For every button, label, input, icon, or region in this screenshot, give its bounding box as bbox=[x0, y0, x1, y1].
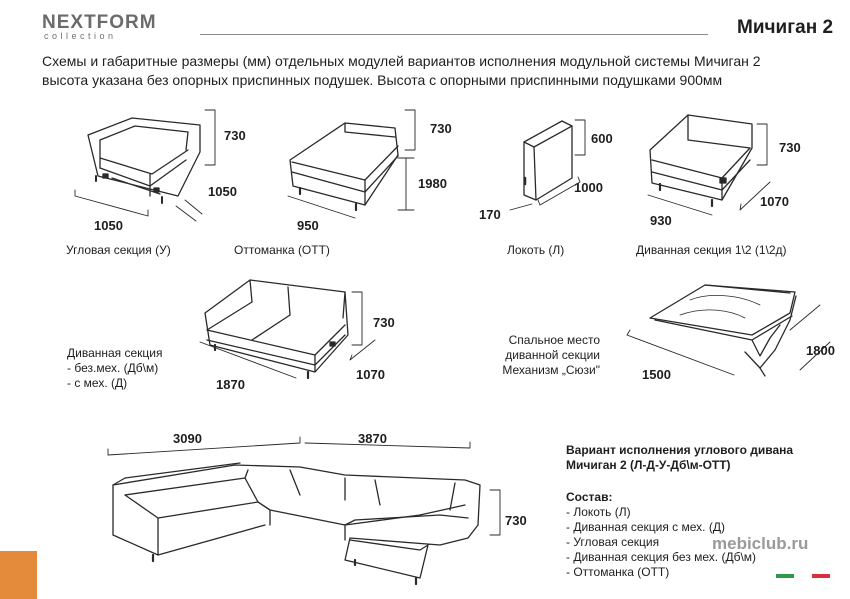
sofa-height-dim: 730 bbox=[373, 315, 395, 330]
corner-section-caption: Угловая секция (У) bbox=[66, 243, 171, 257]
intro-text: Схемы и габаритные размеры (мм) отдельны… bbox=[42, 52, 761, 90]
corner-depth-dim: 1050 bbox=[208, 184, 237, 199]
armrest-width-dim: 170 bbox=[479, 207, 501, 222]
sofa-section-drawing bbox=[199, 279, 376, 380]
intro-line-1: Схемы и габаритные размеры (мм) отдельны… bbox=[42, 53, 761, 69]
sleeping-caption-line-1: Спальное место bbox=[508, 333, 600, 347]
ottoman-height-dim: 730 bbox=[430, 121, 452, 136]
composition-item: - Угловая секция bbox=[566, 535, 660, 549]
ottoman-caption: Оттоманка (ОТТ) bbox=[234, 243, 330, 257]
variant-title-line-1: Вариант исполнения углового дивана bbox=[566, 443, 794, 457]
composition-label: Состав: bbox=[566, 490, 613, 504]
corner-section-drawing bbox=[74, 109, 216, 222]
sofa-caption-line-3: - с мех. (Д) bbox=[67, 376, 128, 390]
composition-list: Состав: - Локоть (Л) - Диванная секция с… bbox=[566, 490, 756, 580]
sofa-section-caption: Диванная секция - без.мех. (Дб\м) - с ме… bbox=[67, 346, 163, 391]
corner-sofa-right-dim: 3870 bbox=[358, 431, 387, 446]
half-section-height-dim: 730 bbox=[779, 140, 801, 155]
composition-item: - Диванная секция без мех. (Дб\м) bbox=[566, 550, 757, 564]
variant-title-line-2: Мичиган 2 (Л-Д-У-Дб\м-ОТТ) bbox=[566, 458, 731, 472]
composition-item: - Диванная секция с мех. (Д) bbox=[566, 520, 725, 534]
sleeping-place-caption: Спальное место диванной секции Механизм … bbox=[497, 333, 600, 378]
sofa-depth-dim: 1070 bbox=[356, 367, 385, 382]
brand-logo-sub: collection bbox=[44, 31, 117, 41]
ottoman-width-dim: 950 bbox=[297, 218, 319, 233]
corner-height-dim: 730 bbox=[224, 128, 246, 143]
sleeping-width-dim: 1500 bbox=[642, 367, 671, 382]
half-section-width-dim: 930 bbox=[650, 213, 672, 228]
corner-sofa-height-dim: 730 bbox=[505, 513, 527, 528]
sofa-caption-line-2: - без.мех. (Дб\м) bbox=[67, 361, 159, 375]
page-title: Мичиган 2 bbox=[737, 17, 834, 38]
variant-title: Вариант исполнения углового дивана Мичиг… bbox=[566, 443, 793, 473]
ottoman-drawing bbox=[287, 109, 416, 219]
sleeping-place-drawing bbox=[626, 284, 831, 377]
accent-bar bbox=[0, 551, 37, 599]
sleeping-caption-line-2: диванной секции bbox=[505, 348, 600, 362]
header-divider bbox=[200, 34, 708, 35]
half-section-caption: Диванная секция 1\2 (1\2д) bbox=[636, 243, 787, 257]
sleeping-length-dim: 1800 bbox=[806, 343, 835, 358]
brand-logo: NEXTFORM bbox=[42, 12, 157, 33]
armrest-depth-dim: 1000 bbox=[574, 180, 603, 195]
corner-width-dim: 1050 bbox=[94, 218, 123, 233]
armrest-drawing bbox=[509, 119, 586, 211]
composition-item: - Оттоманка (ОТТ) bbox=[566, 565, 670, 579]
half-sofa-section-drawing bbox=[647, 114, 771, 216]
watermark: mebiclub.ru bbox=[712, 534, 809, 553]
composition-item: - Локоть (Л) bbox=[566, 505, 631, 519]
ottoman-length-dim: 1980 bbox=[418, 176, 447, 191]
half-section-depth-dim: 1070 bbox=[760, 194, 789, 209]
armrest-caption: Локоть (Л) bbox=[507, 243, 565, 257]
sofa-width-dim: 1870 bbox=[216, 377, 245, 392]
corner-sofa-left-dim: 3090 bbox=[173, 431, 202, 446]
armrest-height-dim: 600 bbox=[591, 131, 613, 146]
flag-stripe bbox=[776, 565, 830, 583]
sleeping-caption-line-3: Механизм „Сюзи" bbox=[502, 363, 600, 377]
intro-line-2: высота указана без опорных приспинных по… bbox=[42, 72, 723, 88]
sofa-caption-line-1: Диванная секция bbox=[67, 346, 163, 360]
corner-sofa-drawing bbox=[107, 436, 501, 586]
